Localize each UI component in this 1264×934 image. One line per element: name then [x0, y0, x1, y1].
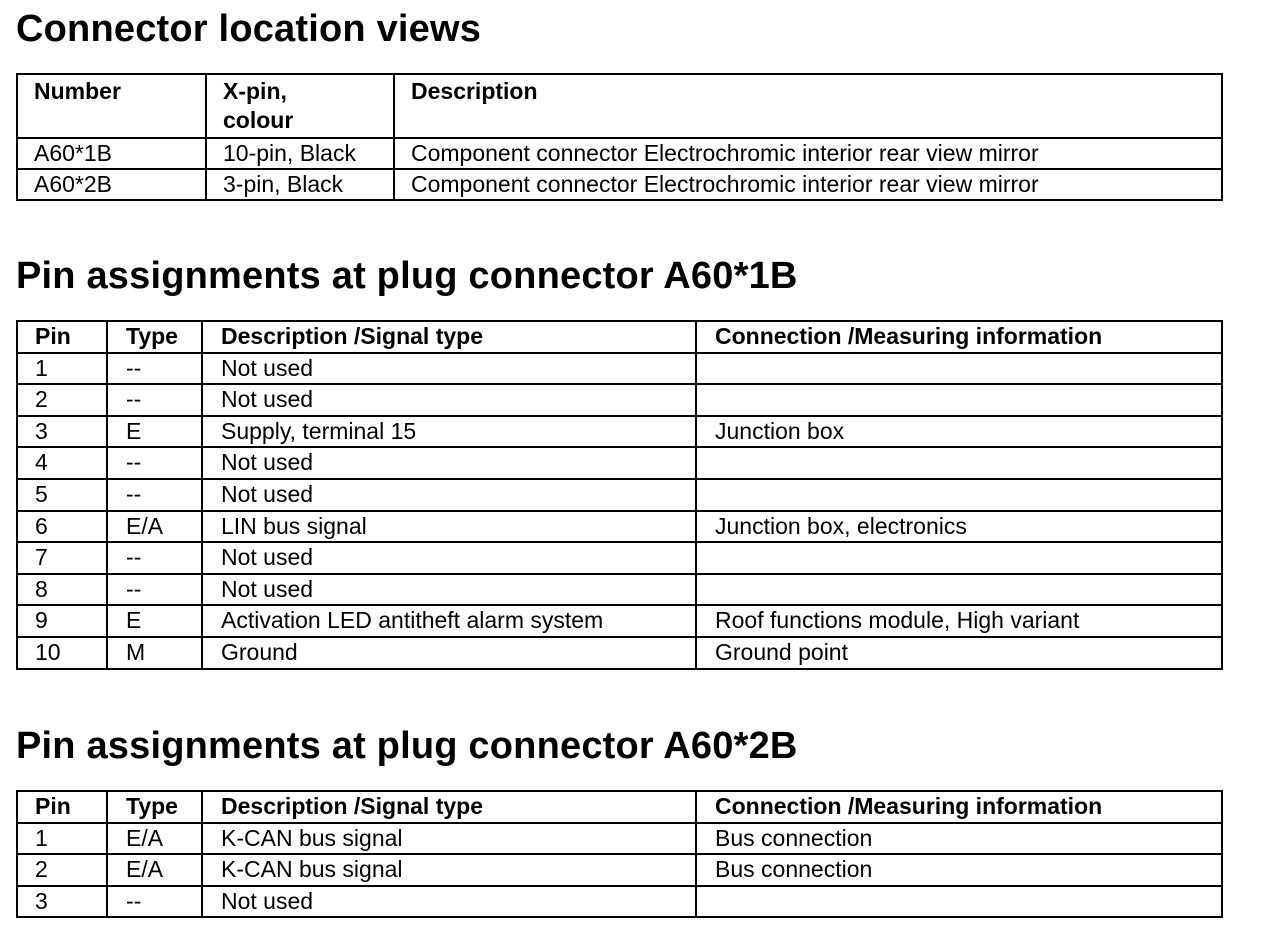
header-pin: Pin: [16, 320, 108, 354]
cell-type: --: [106, 446, 203, 480]
cell-description: Component connector Electrochromic inter…: [393, 137, 1223, 170]
cell-connection: [695, 884, 1223, 919]
connector-location-table: Number X-pin, colour Description A60*1B 1…: [16, 73, 1223, 201]
cell-type: E/A: [106, 821, 203, 856]
table-row: A60*2B 3-pin, Black Component connector …: [16, 168, 1223, 201]
cell-connection: [695, 541, 1223, 575]
cell-number: A60*1B: [16, 137, 207, 170]
table-row: 2--Not used: [16, 383, 1223, 417]
pin-assignments-a60-1b-heading: Pin assignments at plug connector A60*1B: [16, 255, 798, 297]
cell-type: --: [106, 477, 203, 512]
cell-connection: [695, 572, 1223, 607]
header-connection: Connection /Measuring information: [695, 320, 1223, 354]
cell-description: Supply, terminal 15: [201, 414, 697, 449]
cell-description: Not used: [201, 383, 697, 417]
table-row: 4--Not used: [16, 446, 1223, 480]
cell-type: --: [106, 383, 203, 417]
cell-description: Ground: [201, 635, 697, 670]
cell-description: Not used: [201, 446, 697, 480]
cell-connection: Roof functions module, High variant: [695, 604, 1223, 638]
header-type: Type: [106, 790, 203, 824]
cell-pin: 9: [16, 604, 108, 638]
cell-connection: [695, 477, 1223, 512]
cell-description: Not used: [201, 541, 697, 575]
cell-pin: 2: [16, 383, 108, 417]
cell-xpin: 3-pin, Black: [205, 168, 395, 201]
cell-pin: 1: [16, 351, 108, 386]
cell-pin: 4: [16, 446, 108, 480]
cell-pin: 5: [16, 477, 108, 512]
cell-description: Not used: [201, 351, 697, 386]
header-description: Description /Signal type: [201, 790, 697, 824]
pin-assignments-a60-2b-heading: Pin assignments at plug connector A60*2B: [16, 725, 798, 767]
cell-type: --: [106, 351, 203, 386]
cell-xpin: 10-pin, Black: [205, 137, 395, 170]
header-xpin-colour: X-pin, colour: [205, 73, 395, 139]
table-row: 7--Not used: [16, 541, 1223, 575]
table-row: 8--Not used: [16, 572, 1223, 607]
table-row: 1--Not used: [16, 351, 1223, 386]
table-header-row: Number X-pin, colour Description: [16, 73, 1223, 139]
cell-pin: 2: [16, 853, 108, 887]
cell-description: Component connector Electrochromic inter…: [393, 168, 1223, 201]
cell-connection: Ground point: [695, 635, 1223, 670]
header-pin: Pin: [16, 790, 108, 824]
cell-pin: 6: [16, 509, 108, 544]
cell-connection: [695, 446, 1223, 480]
cell-number: A60*2B: [16, 168, 207, 201]
cell-description: Activation LED antitheft alarm system: [201, 604, 697, 638]
connector-location-heading: Connector location views: [16, 8, 482, 50]
cell-connection: Bus connection: [695, 821, 1223, 856]
cell-description: Not used: [201, 477, 697, 512]
cell-connection: Junction box: [695, 414, 1223, 449]
header-type: Type: [106, 320, 203, 354]
cell-description: K-CAN bus signal: [201, 853, 697, 887]
cell-connection: Junction box, electronics: [695, 509, 1223, 544]
table-row: 5--Not used: [16, 477, 1223, 512]
cell-connection: [695, 351, 1223, 386]
cell-type: --: [106, 541, 203, 575]
cell-pin: 10: [16, 635, 108, 670]
cell-type: E/A: [106, 853, 203, 887]
header-description: Description: [393, 73, 1223, 139]
cell-description: Not used: [201, 884, 697, 919]
cell-type: --: [106, 572, 203, 607]
cell-pin: 1: [16, 821, 108, 856]
header-xpin: X-pin,: [223, 78, 287, 104]
cell-type: E/A: [106, 509, 203, 544]
header-description: Description /Signal type: [201, 320, 697, 354]
cell-description: K-CAN bus signal: [201, 821, 697, 856]
cell-type: --: [106, 884, 203, 919]
header-number: Number: [16, 73, 207, 139]
table-row: A60*1B 10-pin, Black Component connector…: [16, 137, 1223, 170]
table-row: 3--Not used: [16, 884, 1223, 919]
header-colour: colour: [223, 107, 294, 133]
cell-connection: [695, 383, 1223, 417]
cell-type: M: [106, 635, 203, 670]
cell-connection: Bus connection: [695, 853, 1223, 887]
cell-pin: 7: [16, 541, 108, 575]
cell-pin: 3: [16, 414, 108, 449]
header-connection: Connection /Measuring information: [695, 790, 1223, 824]
cell-description: Not used: [201, 572, 697, 607]
cell-type: E: [106, 414, 203, 449]
cell-type: E: [106, 604, 203, 638]
cell-description: LIN bus signal: [201, 509, 697, 544]
cell-pin: 3: [16, 884, 108, 919]
cell-pin: 8: [16, 572, 108, 607]
